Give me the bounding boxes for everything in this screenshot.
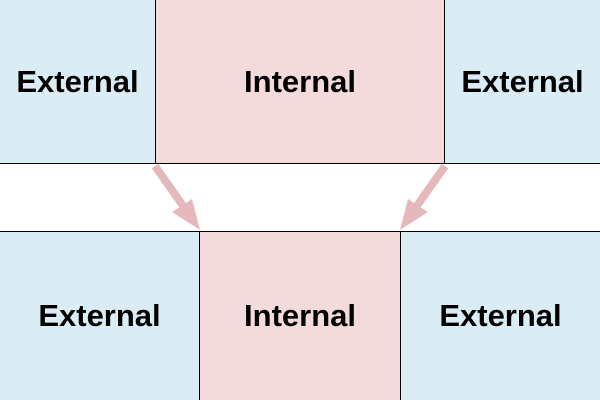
bottom-internal-label: Internal bbox=[244, 297, 356, 333]
left-shrink-arrow bbox=[151, 163, 200, 230]
bottom-external-left-region: External bbox=[0, 231, 199, 400]
bottom-external-right-region: External bbox=[401, 231, 600, 400]
top-internal-label: Internal bbox=[244, 64, 356, 99]
top-external-right-label: External bbox=[461, 64, 584, 99]
right-shrink-arrow bbox=[400, 163, 449, 230]
bottom-row-top-border bbox=[0, 231, 600, 232]
top-row-bottom-border bbox=[0, 163, 600, 164]
top-internal-region: Internal bbox=[155, 0, 445, 164]
bottom-internal-region: Internal bbox=[199, 231, 401, 400]
top-external-left-label: External bbox=[16, 64, 139, 99]
bottom-external-left-label: External bbox=[38, 297, 161, 333]
top-external-right-region: External bbox=[445, 0, 600, 164]
top-external-left-region: External bbox=[0, 0, 155, 164]
bottom-external-right-label: External bbox=[439, 297, 562, 333]
